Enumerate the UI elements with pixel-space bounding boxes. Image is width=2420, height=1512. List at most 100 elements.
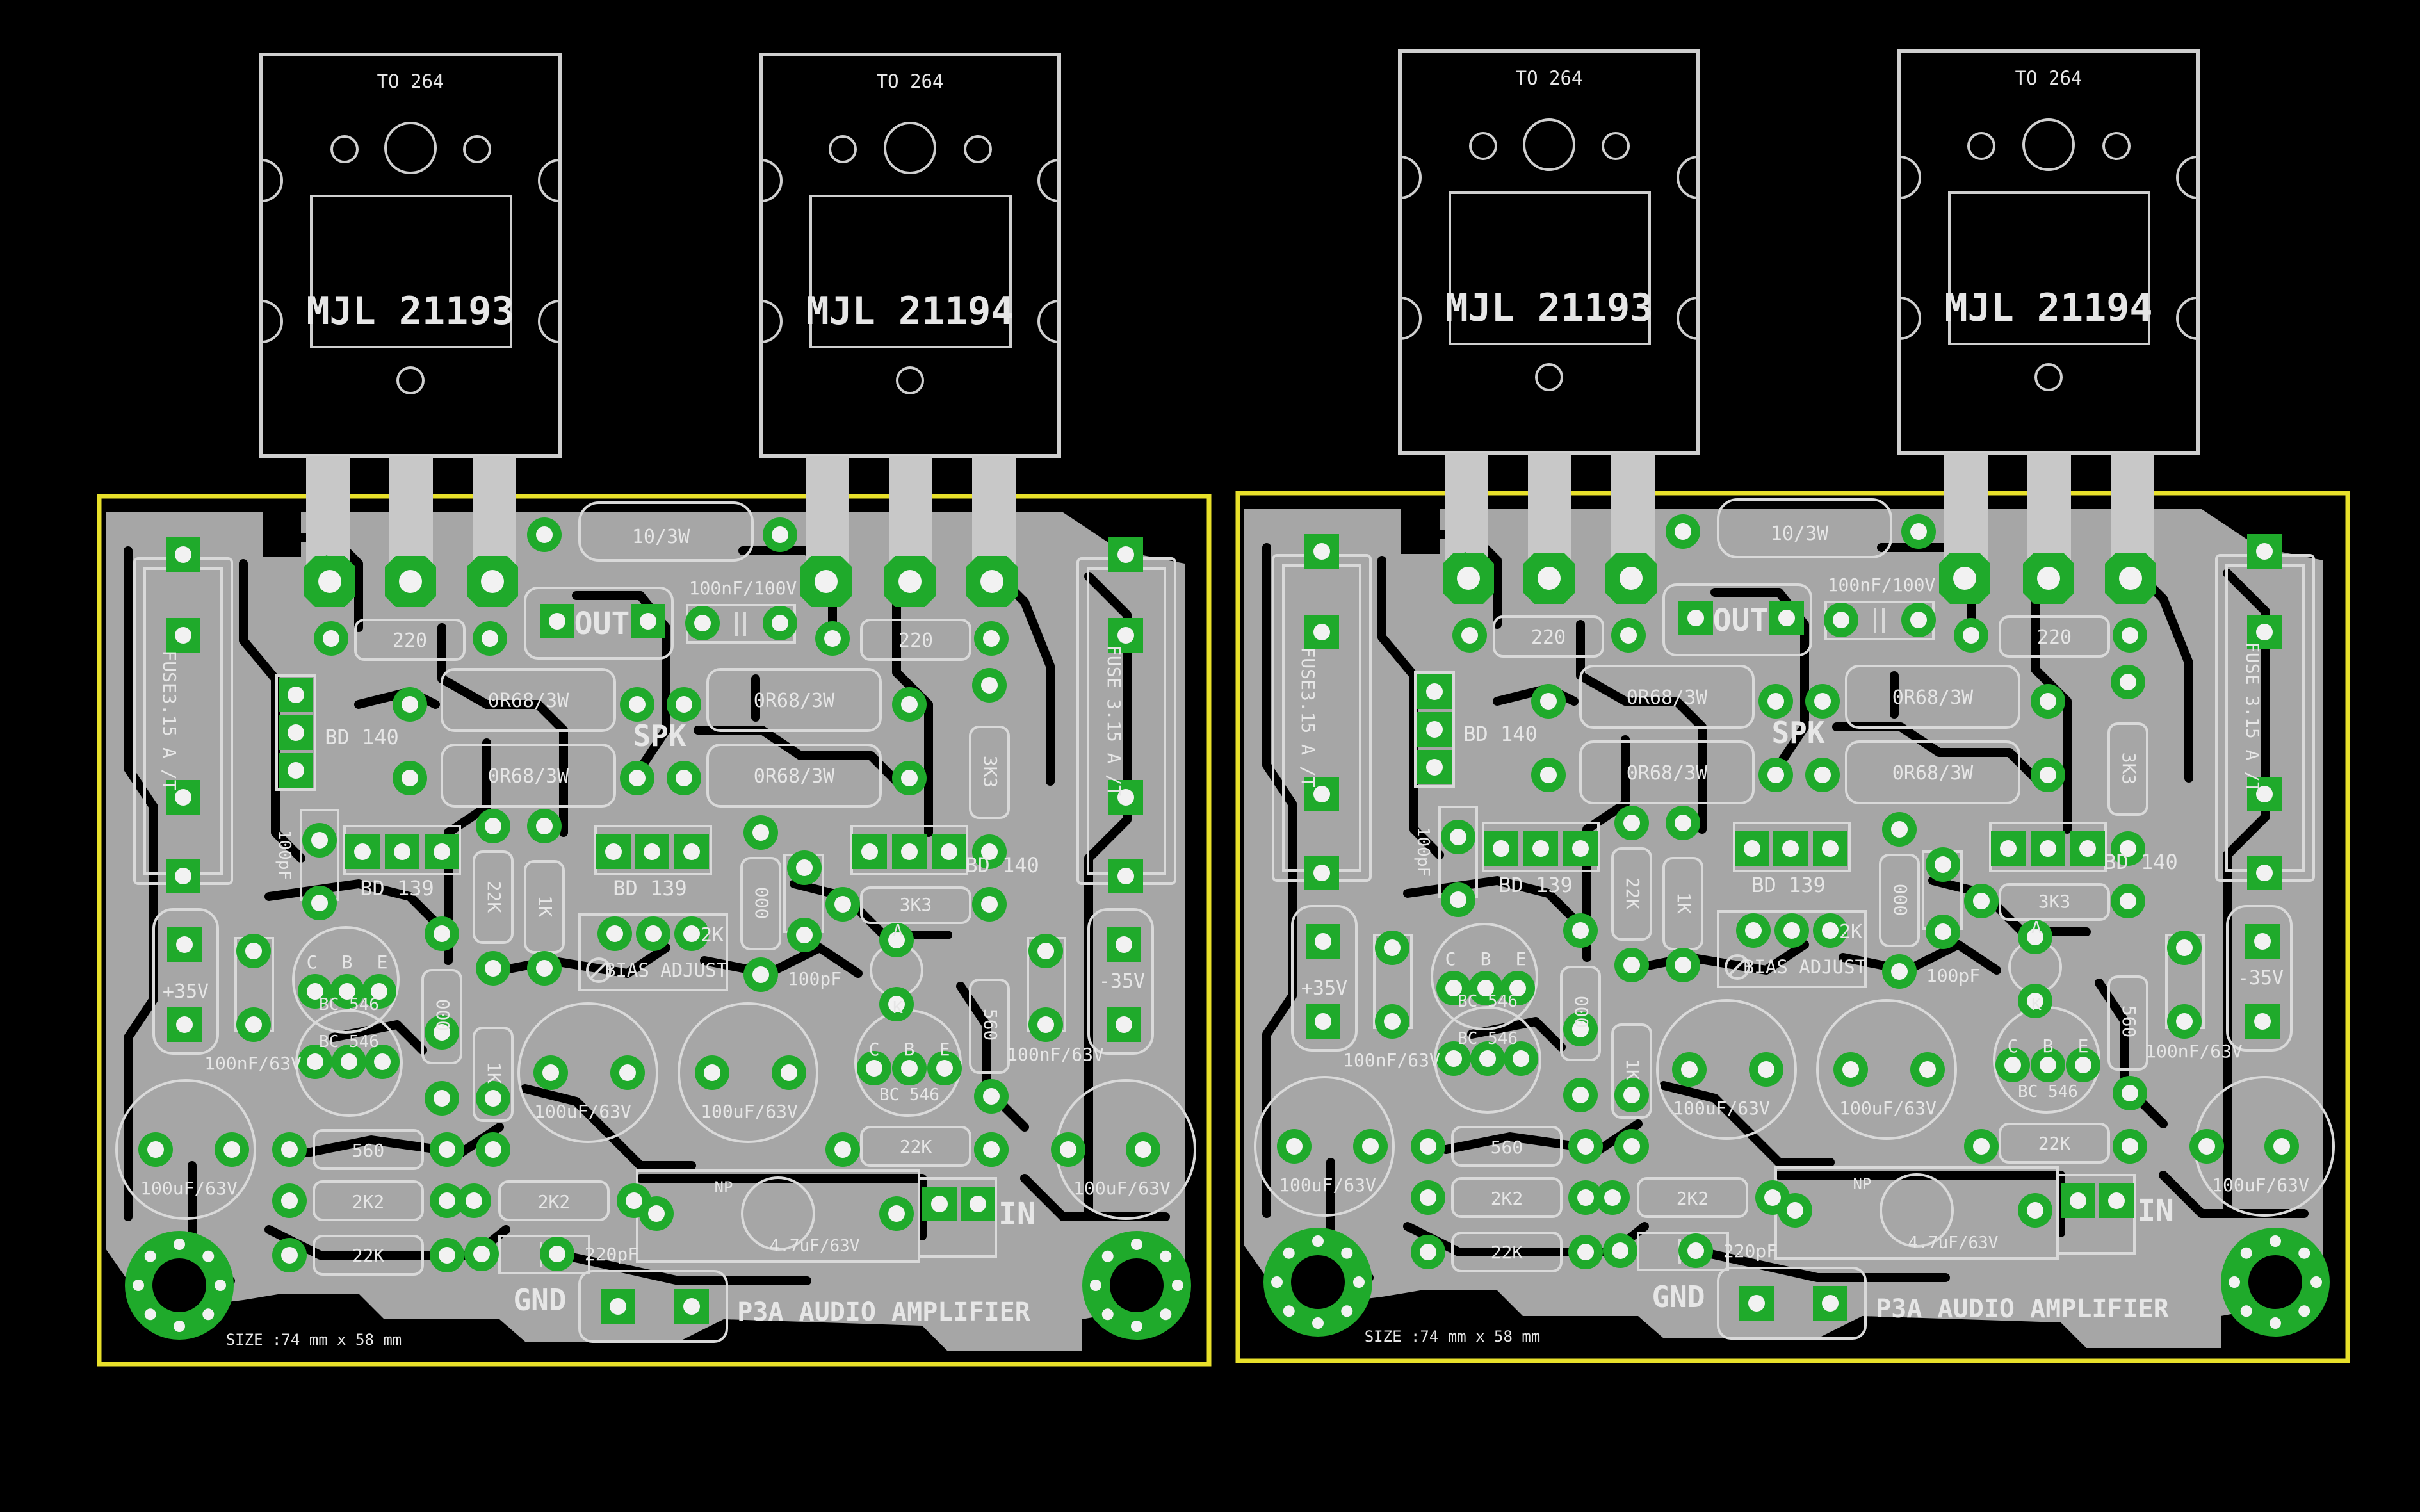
- pad: [1441, 820, 1475, 854]
- pad: [597, 916, 632, 951]
- silk-label: 100uF/63V: [1073, 1178, 1171, 1199]
- pad: [425, 834, 459, 869]
- silk-label: OUT: [574, 606, 630, 642]
- pad: [1666, 514, 1700, 549]
- pad: [2018, 920, 2052, 954]
- pad: [2113, 618, 2147, 653]
- pad: [365, 1045, 400, 1079]
- silk-label: FUSE 3.15 A /T: [2242, 642, 2263, 793]
- mounting-holes: [1263, 1228, 2330, 1337]
- pad: [1563, 1078, 1598, 1112]
- silk-label: 2K2: [1491, 1188, 1523, 1209]
- pad: [932, 834, 966, 869]
- pad: [166, 859, 200, 893]
- pad: [345, 834, 380, 869]
- silk-label: P3A AUDIO AMPLIFIER: [1876, 1294, 2169, 1324]
- pad: [302, 886, 337, 920]
- silk-label: 22K: [1491, 1242, 1523, 1263]
- silk-label: 1K: [535, 895, 556, 917]
- pad: [1678, 1233, 1713, 1268]
- pad: [1523, 553, 1575, 604]
- pad: [476, 1132, 510, 1167]
- pad: [272, 1132, 307, 1167]
- pad: [1603, 1233, 1637, 1268]
- silk-label: E: [1516, 948, 1527, 970]
- amplifier-board-right: TO 264 MJL 21193 TO 264 MJL 21194: [1235, 49, 2350, 1363]
- silk-label: 0R68/3W: [1627, 762, 1708, 784]
- silk-label: BD 140: [325, 725, 399, 749]
- pad: [1563, 913, 1598, 948]
- silk-label: SIZE :74 mm x 58 mm: [1365, 1328, 1541, 1345]
- pad: [1304, 615, 1339, 649]
- pad: [2031, 684, 2065, 719]
- silk-label: 22K: [2038, 1133, 2071, 1154]
- silk-label: 3K3: [2118, 752, 2140, 785]
- pad: [167, 1007, 202, 1042]
- silk-label: 3K3: [980, 756, 1001, 788]
- silk-label: 100uF/63V: [1839, 1098, 1937, 1119]
- silk-label: BIAS ADJUST: [605, 959, 727, 981]
- pad: [639, 1196, 674, 1231]
- silk-label: BD 139: [1751, 873, 1826, 897]
- pad: [1531, 758, 1566, 792]
- silk-label: 560: [1491, 1137, 1523, 1158]
- pad: [2023, 553, 2074, 604]
- pad: [2070, 831, 2105, 866]
- pad: [2247, 856, 2282, 890]
- pad: [1882, 812, 1917, 847]
- silk-label: FUSE3.15 A /T: [1297, 647, 1319, 787]
- pad: [1436, 971, 1471, 1005]
- pad: [815, 621, 850, 656]
- pad: [1939, 553, 1990, 604]
- pad: [1304, 777, 1339, 811]
- silk-label: IN: [998, 1196, 1035, 1232]
- pad: [772, 1055, 806, 1090]
- silk-label: -35V: [2237, 967, 2284, 989]
- pad: [1411, 1235, 1445, 1269]
- pad: [2167, 1004, 2202, 1039]
- silk-label: 22K: [352, 1245, 385, 1266]
- pad: [1443, 553, 1494, 604]
- pad: [1964, 884, 1999, 918]
- pad: [540, 604, 574, 638]
- pad: [1614, 1129, 1649, 1164]
- transistor-part-label: MJL 21194: [806, 289, 1014, 334]
- pad: [2247, 615, 2282, 649]
- silk-label: BC 546: [2018, 1082, 2078, 1101]
- pad: [1563, 831, 1598, 866]
- pad: [2245, 1004, 2280, 1039]
- pad: [1306, 924, 1340, 959]
- pad: [430, 1132, 464, 1167]
- silk-label: 100nF/63V: [1343, 1050, 1440, 1071]
- silk-label: BC 546: [879, 1085, 939, 1105]
- pad: [601, 1289, 635, 1324]
- silk-label: 1K: [1622, 1059, 1643, 1080]
- pad: [1417, 674, 1452, 709]
- pad: [685, 606, 720, 640]
- pad: [1813, 1286, 1847, 1321]
- silk-label: 100nF/63V: [1007, 1044, 1104, 1065]
- silk-label: NP: [1853, 1175, 1872, 1193]
- pad: [631, 604, 665, 638]
- pad: [1614, 1078, 1649, 1112]
- silk-label: B: [1481, 948, 1491, 970]
- pad: [425, 1081, 459, 1116]
- pad: [1375, 931, 1409, 965]
- pad: [1108, 537, 1143, 572]
- silk-label: 2K: [701, 924, 724, 947]
- pad: [972, 834, 1007, 869]
- silk-label: 10/3W: [632, 526, 690, 548]
- pad: [961, 1187, 995, 1221]
- silk-label: 4.7uF/63V: [1908, 1233, 1999, 1253]
- silk-label: 100nF/63V: [2145, 1041, 2243, 1062]
- pad: [1769, 601, 1804, 635]
- silk-label: 560: [980, 1009, 1001, 1041]
- silk-label: 100pF: [788, 968, 841, 989]
- pad: [1833, 1052, 1868, 1087]
- silk-label: 100pF: [275, 830, 294, 880]
- pad: [1995, 1048, 2030, 1082]
- silk-label: 100nF/63V: [204, 1053, 302, 1074]
- pad: [2066, 1048, 2100, 1082]
- silk-label: 000: [1571, 996, 1592, 1028]
